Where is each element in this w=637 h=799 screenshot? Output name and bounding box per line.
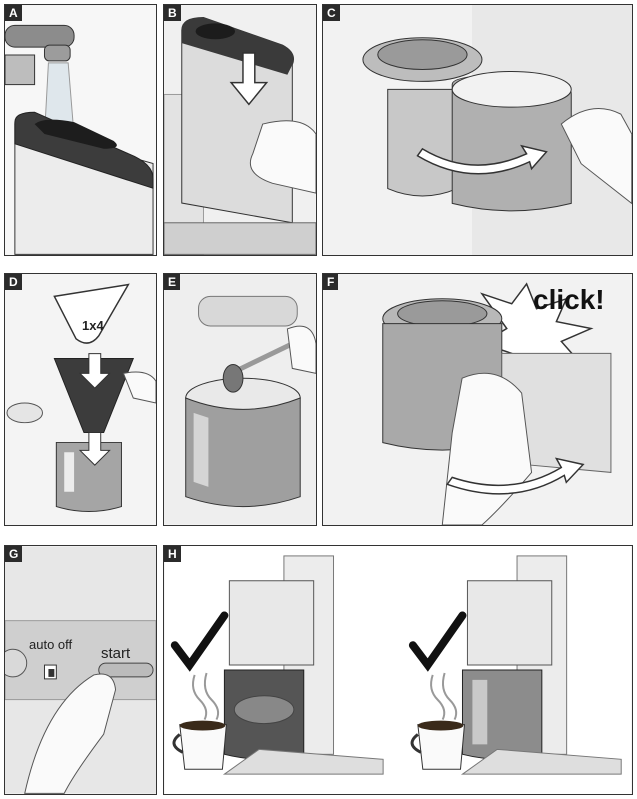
panel-h: H xyxy=(163,545,633,795)
panel-label: F xyxy=(323,274,339,290)
coffee-cup-icon xyxy=(410,720,466,770)
panel-g: auto off start G xyxy=(4,545,157,795)
auto-off-label: auto off xyxy=(29,637,73,652)
hand-icon xyxy=(249,120,316,194)
arrow-rotate-icon xyxy=(416,144,548,175)
coffee-maker-glass-jug xyxy=(222,555,384,775)
panel-label: B xyxy=(164,5,181,21)
swing-filter-holder-illustration xyxy=(323,5,632,255)
panel-label: A xyxy=(5,5,22,21)
panel-d: 1x4 D xyxy=(4,273,157,526)
auto-off-icon xyxy=(43,664,57,680)
hand-icon xyxy=(122,371,156,404)
panel-c: C xyxy=(322,4,633,256)
arrow-down-icon xyxy=(229,52,269,106)
panel-e: E xyxy=(163,273,317,526)
panel-label: C xyxy=(323,5,340,21)
hand-icon xyxy=(560,108,632,205)
steam-icon xyxy=(192,672,220,721)
insert-tank-illustration xyxy=(164,5,316,255)
coffee-cup-icon xyxy=(172,720,227,770)
coffee-maker-thermal-jug xyxy=(460,555,622,775)
insert-paper-filter-illustration xyxy=(5,274,156,525)
press-start-illustration xyxy=(5,546,156,794)
panel-label: G xyxy=(5,546,23,562)
close-filter-holder-illustration xyxy=(323,274,632,525)
arrow-rotate-icon xyxy=(446,457,585,495)
click-sound-text: click! xyxy=(533,284,605,315)
arrow-down-icon xyxy=(78,353,111,466)
start-label[interactable]: start xyxy=(101,645,131,662)
start-button xyxy=(98,662,154,678)
spoon-icon xyxy=(222,341,294,393)
panel-b: B xyxy=(163,4,317,256)
coffee-ready-illustration xyxy=(164,546,632,794)
hand-icon xyxy=(24,673,117,794)
add-ground-coffee-illustration xyxy=(164,274,316,525)
panel-a: A xyxy=(4,4,157,256)
panel-label: E xyxy=(164,274,181,290)
steam-icon xyxy=(430,672,458,721)
fill-water-illustration xyxy=(5,5,156,255)
checkmark-icon xyxy=(170,611,229,672)
hand-icon xyxy=(286,325,316,374)
filter-size-label: 1x4 xyxy=(82,318,104,333)
faucet-icon xyxy=(5,24,75,86)
panel-f: click! F xyxy=(322,273,633,526)
panel-label: H xyxy=(164,546,181,562)
panel-label: D xyxy=(5,274,22,290)
checkmark-icon xyxy=(408,611,467,672)
